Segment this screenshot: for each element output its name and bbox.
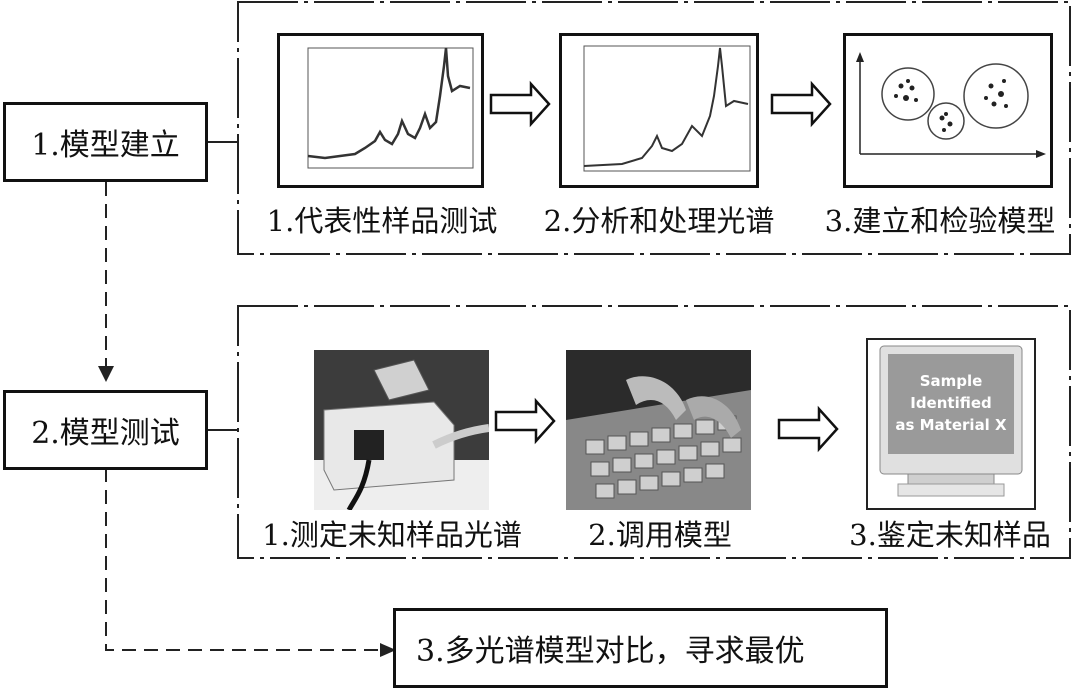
- monitor-graphic: [879, 345, 1023, 497]
- flow-arrowhead-down: [98, 366, 114, 382]
- stage-compare-label: 3.多光谱模型对比，寻求最优: [416, 634, 805, 669]
- arrow-step-1-2: [489, 80, 551, 128]
- processed-spectrum-graphic: [583, 45, 751, 172]
- monitor-thumb: Sample Identified as Material X: [866, 338, 1036, 510]
- step-caption-measure-spectrum: 1.测定未知样品光谱: [262, 518, 522, 552]
- keyboard-graphic: [566, 350, 751, 510]
- spectrometer-photo: [314, 350, 490, 512]
- stage-model-test-label: 2.模型测试: [31, 416, 180, 451]
- step-caption-call-model: 2.调用模型: [588, 518, 732, 552]
- monitor-screen-text: Sample Identified as Material X: [888, 370, 1014, 436]
- model-build-group-border: [237, 1, 1071, 255]
- arrow-test-1-2: [494, 397, 556, 445]
- spectrum-processed-thumb: [559, 33, 759, 188]
- step-caption-analyze-spectrum: 2.分析和处理光谱: [543, 204, 775, 238]
- stage-model-build: 1.模型建立: [3, 102, 208, 182]
- step-caption-build-model: 3.建立和检验模型: [824, 204, 1056, 238]
- cluster-graphic: [856, 52, 1046, 158]
- stage-model-test: 2.模型测试: [3, 390, 208, 470]
- flow-arrowhead-right: [380, 643, 396, 657]
- keyboard-photo: [566, 350, 751, 510]
- model-test-group-border: [237, 305, 1071, 559]
- step-caption-sample-test: 1.代表性样品测试: [266, 204, 498, 238]
- spectrometer-graphic: [314, 350, 490, 512]
- step-caption-identify-sample: 3.鉴定未知样品: [849, 518, 1051, 552]
- cluster-model-thumb: [843, 33, 1053, 188]
- stage-compare: 3.多光谱模型对比，寻求最优: [393, 608, 888, 688]
- flow-line-2: [105, 468, 390, 651]
- monitor-line-identified: Identified: [910, 394, 992, 412]
- stage-model-build-label: 1.模型建立: [31, 128, 180, 163]
- arrow-step-2-3: [770, 80, 832, 128]
- spectrum-raw-thumb: [277, 33, 484, 188]
- arrow-test-2-3: [777, 405, 839, 453]
- monitor-line-sample: Sample: [919, 372, 983, 390]
- raw-spectrum-graphic: [307, 47, 474, 169]
- monitor-line-material: as Material X: [895, 416, 1007, 434]
